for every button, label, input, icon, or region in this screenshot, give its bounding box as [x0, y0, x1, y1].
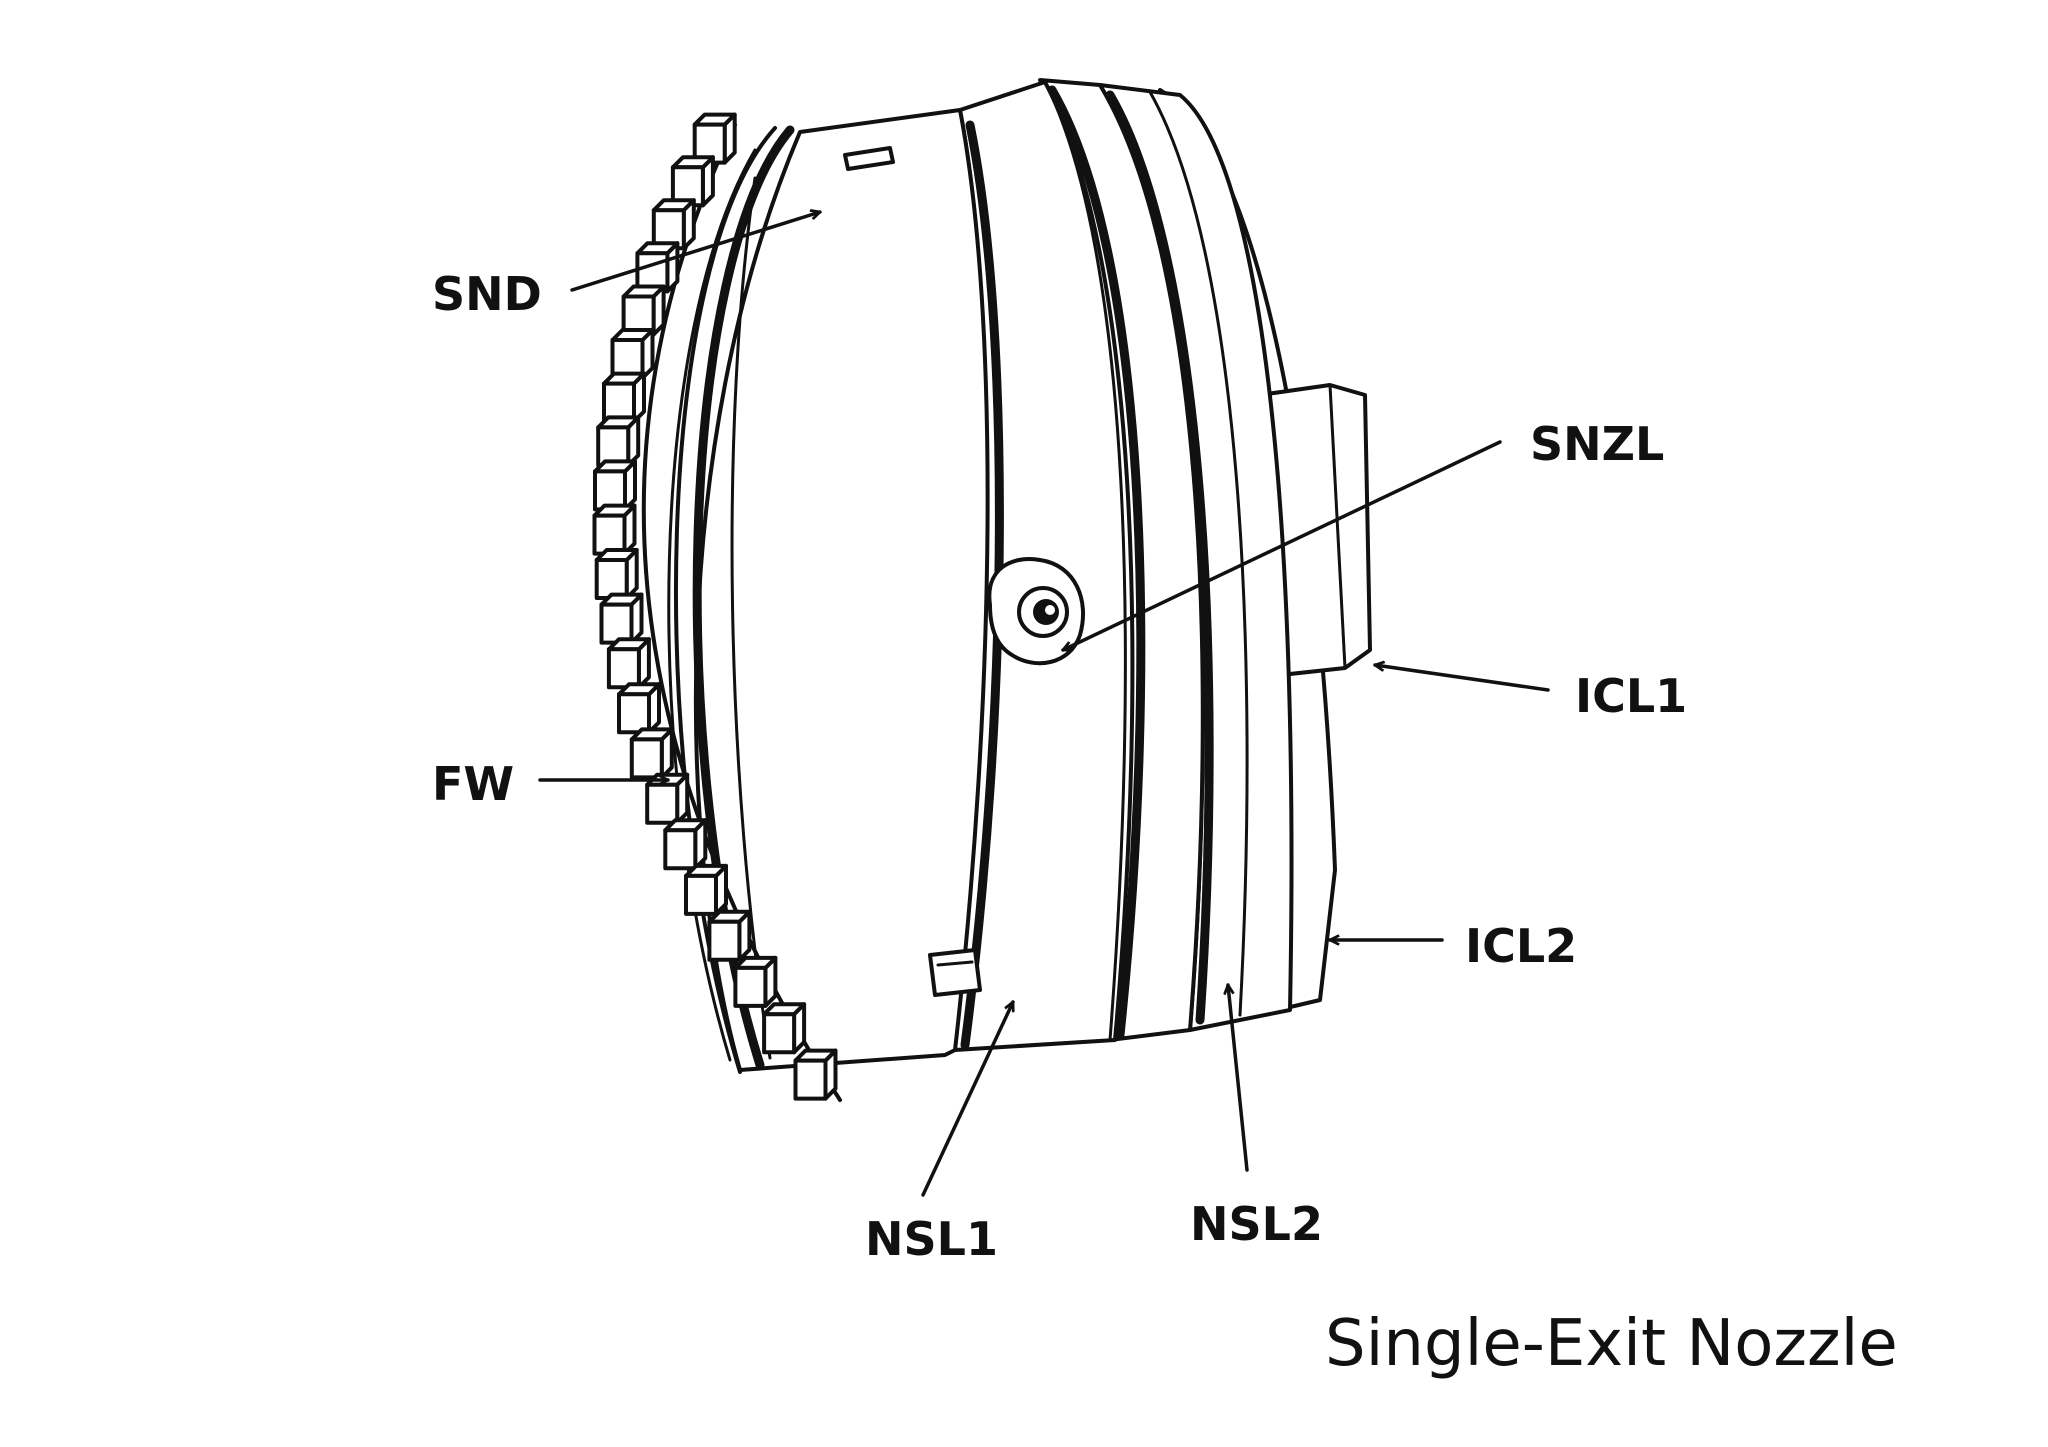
label-icl1: ICL1 [1575, 669, 1687, 723]
fan-wheel-tooth [593, 459, 637, 512]
label-icl2: ICL2 [1465, 919, 1577, 973]
label-fw: FW [432, 757, 514, 811]
fan-wheel-tooth [684, 863, 728, 916]
side-nozzle-port [987, 557, 1086, 666]
segment-band-2 [1098, 83, 1294, 1032]
fan-wheel-tooth [733, 955, 778, 1008]
fan-wheel-tooth [651, 198, 696, 251]
label-snzl: SNZL [1530, 417, 1664, 471]
snd-arrow [570, 212, 822, 292]
fan-wheel-tooth [596, 415, 641, 468]
fan-wheel [592, 112, 842, 1102]
fan-wheel-rim [641, 123, 842, 1102]
fan-wheel-tooth [594, 548, 639, 600]
fan-wheel-tooth [793, 1048, 838, 1101]
fan-wheel-tooth [610, 328, 655, 380]
snzl-arrow [1061, 440, 1502, 652]
label-nsl1: NSL1 [865, 1212, 998, 1266]
nsl2-arrow [1228, 983, 1249, 1172]
fan-wheel-tooth [762, 1002, 807, 1055]
label-snd: SND [432, 267, 542, 321]
fan-wheel-tooth [606, 637, 651, 690]
fan-wheel-tooth [592, 503, 637, 556]
callout-arrows [538, 212, 1550, 1197]
fan-wheel-tooth [617, 682, 661, 735]
callout-labels: SND SNZL ICL1 FW ICL2 NSL1 NSL2 [432, 267, 1687, 1266]
icl1-arrow [1373, 665, 1550, 692]
main-body-drum [693, 108, 990, 1072]
fan-wheel-tooth [599, 592, 644, 645]
caption: Single-Exit Nozzle [1325, 1307, 1898, 1381]
fan-wheel-tooth [645, 772, 690, 825]
fan-wheel-tooth [663, 818, 708, 871]
nsl1-arrow [921, 1000, 1015, 1197]
label-nsl2: NSL2 [1190, 1197, 1323, 1251]
fan-wheel-tooth [629, 727, 674, 780]
fan-wheel-tooth [670, 155, 715, 208]
fan-wheel-tooth [621, 284, 666, 337]
fan-wheel-tooth [602, 371, 646, 424]
fan-wheel-tooth [707, 909, 752, 962]
